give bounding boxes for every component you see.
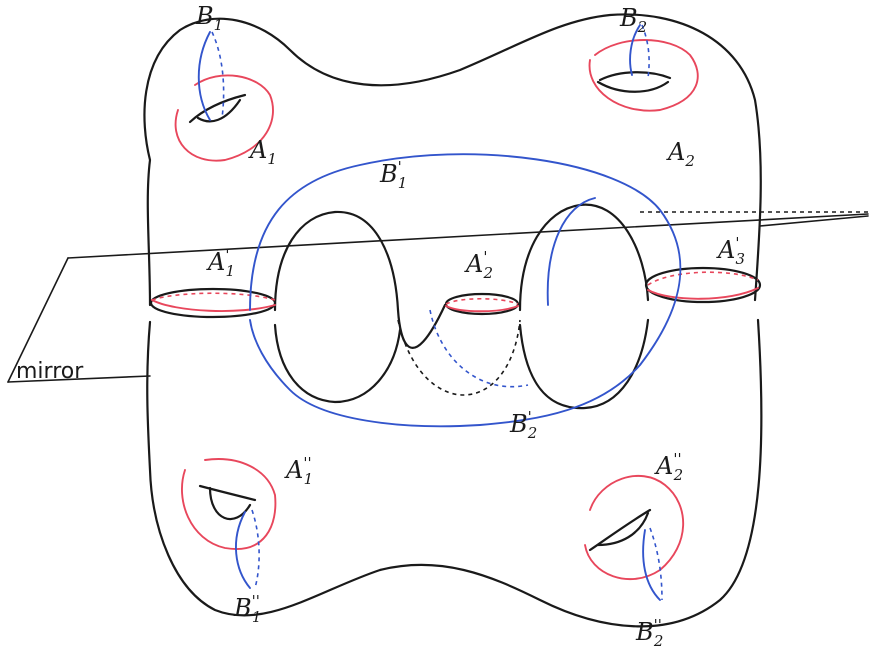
cycle-labels: B1 B2 A1 A2 B'1 A'1 A'2 A'3 B'2 A''1 A''… [195, 2, 745, 650]
label-b2-double-prime: B''2 [635, 616, 663, 650]
b1-double-prime-cycle [235, 511, 251, 589]
a1-prime-cycle [151, 299, 276, 312]
a3-prime-cycle-back [647, 271, 759, 286]
mirror-plane [7, 211, 869, 383]
b2-double-prime-cycle-back [649, 527, 663, 601]
b2-prime-cycle-back [429, 309, 529, 388]
a1-cycle [174, 74, 274, 162]
a2-prime-cycle [445, 305, 519, 313]
label-a2: A2 [666, 138, 695, 170]
label-a2-prime: A'2 [464, 248, 493, 282]
a2-prime-cycle-back [445, 298, 519, 305]
b1-double-prime-cycle-back [251, 509, 260, 589]
label-a1-double-prime: A''1 [284, 454, 313, 488]
label-b1: B1 [195, 2, 223, 34]
a-cycles [151, 39, 759, 580]
label-a3-prime: A'3 [716, 234, 745, 268]
a2-double-prime-cycle [584, 475, 685, 580]
mirror-label: mirror [16, 359, 84, 384]
b1-cycle-back [211, 31, 225, 119]
a1-double-prime-cycle [181, 458, 277, 550]
label-b1-double-prime: B''1 [233, 592, 261, 626]
b2-cycle-back [641, 24, 650, 79]
a2-cycle [588, 39, 699, 112]
b2-double-prime-cycle [642, 529, 661, 601]
b1-prime-cycle [249, 153, 682, 428]
b-cycles [197, 24, 682, 601]
label-a1-prime: A'1 [206, 246, 235, 280]
label-b1-prime: B'1 [379, 158, 407, 192]
b1-cycle [197, 31, 211, 121]
label-b2: B2 [619, 4, 647, 36]
a1-prime-cycle-back [151, 292, 276, 301]
label-b2-prime: B'2 [509, 408, 537, 442]
a3-prime-cycle [647, 287, 759, 300]
b2-prime-cycle [546, 197, 596, 306]
b2-cycle [629, 24, 641, 76]
label-a1: A1 [248, 136, 277, 168]
label-a2-double-prime: A''2 [654, 450, 683, 484]
